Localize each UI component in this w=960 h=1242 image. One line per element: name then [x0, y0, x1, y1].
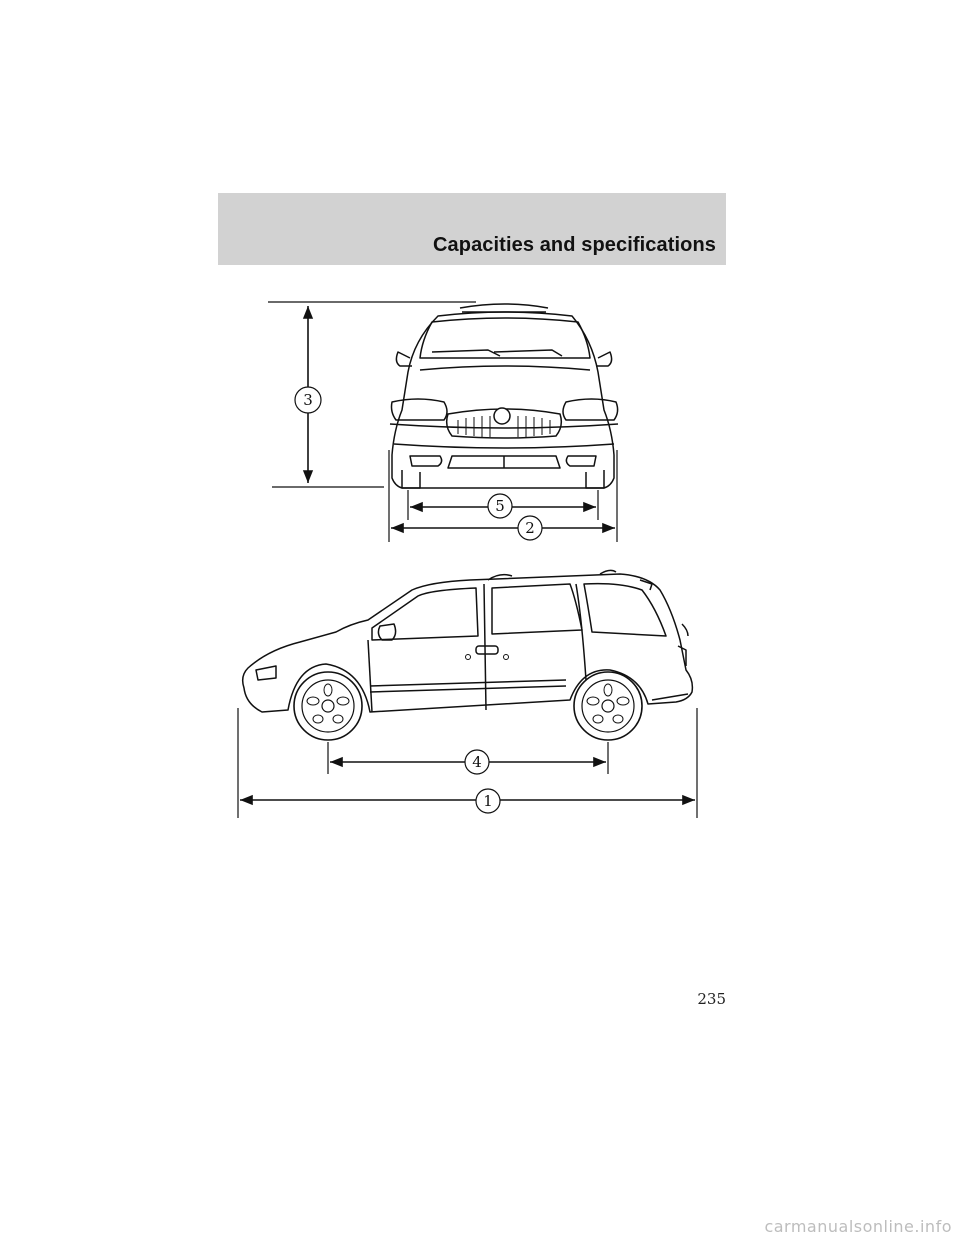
front-grille-slats [457, 416, 551, 437]
callout-4: 4 [464, 749, 490, 775]
callout-3: 3 [294, 386, 322, 414]
svg-text:3: 3 [303, 391, 313, 409]
overall-length-dimension [237, 708, 698, 818]
section-title: Capacities and specifications [433, 234, 716, 256]
svg-text:4: 4 [472, 753, 482, 771]
callout-2: 2 [517, 515, 543, 541]
svg-text:5: 5 [495, 497, 505, 515]
callout-1: 1 [475, 788, 501, 814]
watermark: carmanualsonline.info [764, 1217, 952, 1236]
svg-text:1: 1 [483, 792, 493, 810]
front-emblem-icon [493, 407, 511, 425]
page-number: 235 [697, 990, 726, 1008]
overall-width-dimension [388, 450, 618, 542]
front-wheel [293, 671, 363, 741]
svg-text:2: 2 [525, 519, 535, 537]
front-view-vehicle [389, 303, 619, 489]
section-header-band: Capacities and specifications [218, 193, 726, 265]
callout-5: 5 [487, 493, 513, 519]
rear-wheel [573, 671, 643, 741]
side-view-vehicle [241, 569, 694, 713]
